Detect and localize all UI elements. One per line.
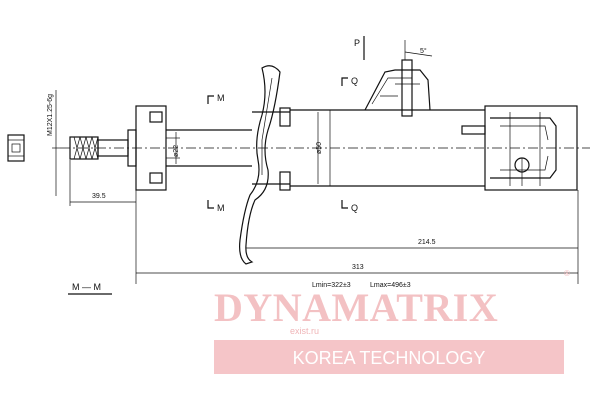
overall-length-dimension: 313 (352, 264, 364, 271)
thread-dimension: M12X1.25-6g (47, 94, 54, 136)
section-label-m-top: M (217, 93, 225, 103)
watermark-tagline: KOREA TECHNOLOGY (293, 348, 486, 368)
section-marks (207, 36, 365, 209)
lower-length-dimension: 214.5 (418, 239, 436, 246)
dynamatrix-watermark: DYNAMATRIX ® exist.ru KOREA TECHNOLOGY (214, 269, 570, 374)
section-view-label: M — M (72, 282, 101, 292)
rod-diameter: ø22 (173, 145, 180, 157)
body-diameter: ø50 (316, 142, 323, 154)
watermark-band (214, 340, 564, 374)
nut-side-view (7, 134, 25, 162)
spring-seat (239, 65, 291, 265)
section-label-p: P (354, 38, 360, 48)
section-label-q-top: Q (351, 76, 358, 86)
body-tube (290, 109, 485, 187)
angle-dimension: 5° (420, 47, 427, 55)
watermark-registered: ® (564, 269, 570, 278)
section-label-m-bottom: M (217, 203, 225, 213)
watermark-brand: DYNAMATRIX (214, 285, 498, 330)
dimension-lines (52, 90, 579, 284)
section-label-q-bottom: Q (351, 203, 358, 213)
lmin-dimension: Lmin=322±3 (312, 282, 351, 289)
watermark-domain: exist.ru (290, 326, 319, 336)
lmax-dimension: Lmax=496±3 (370, 282, 411, 289)
top-mount (127, 105, 252, 191)
knuckle-clamp (461, 105, 578, 191)
stabilizer-bracket (364, 40, 433, 117)
rod-length-dimension: 39.5 (92, 193, 106, 200)
